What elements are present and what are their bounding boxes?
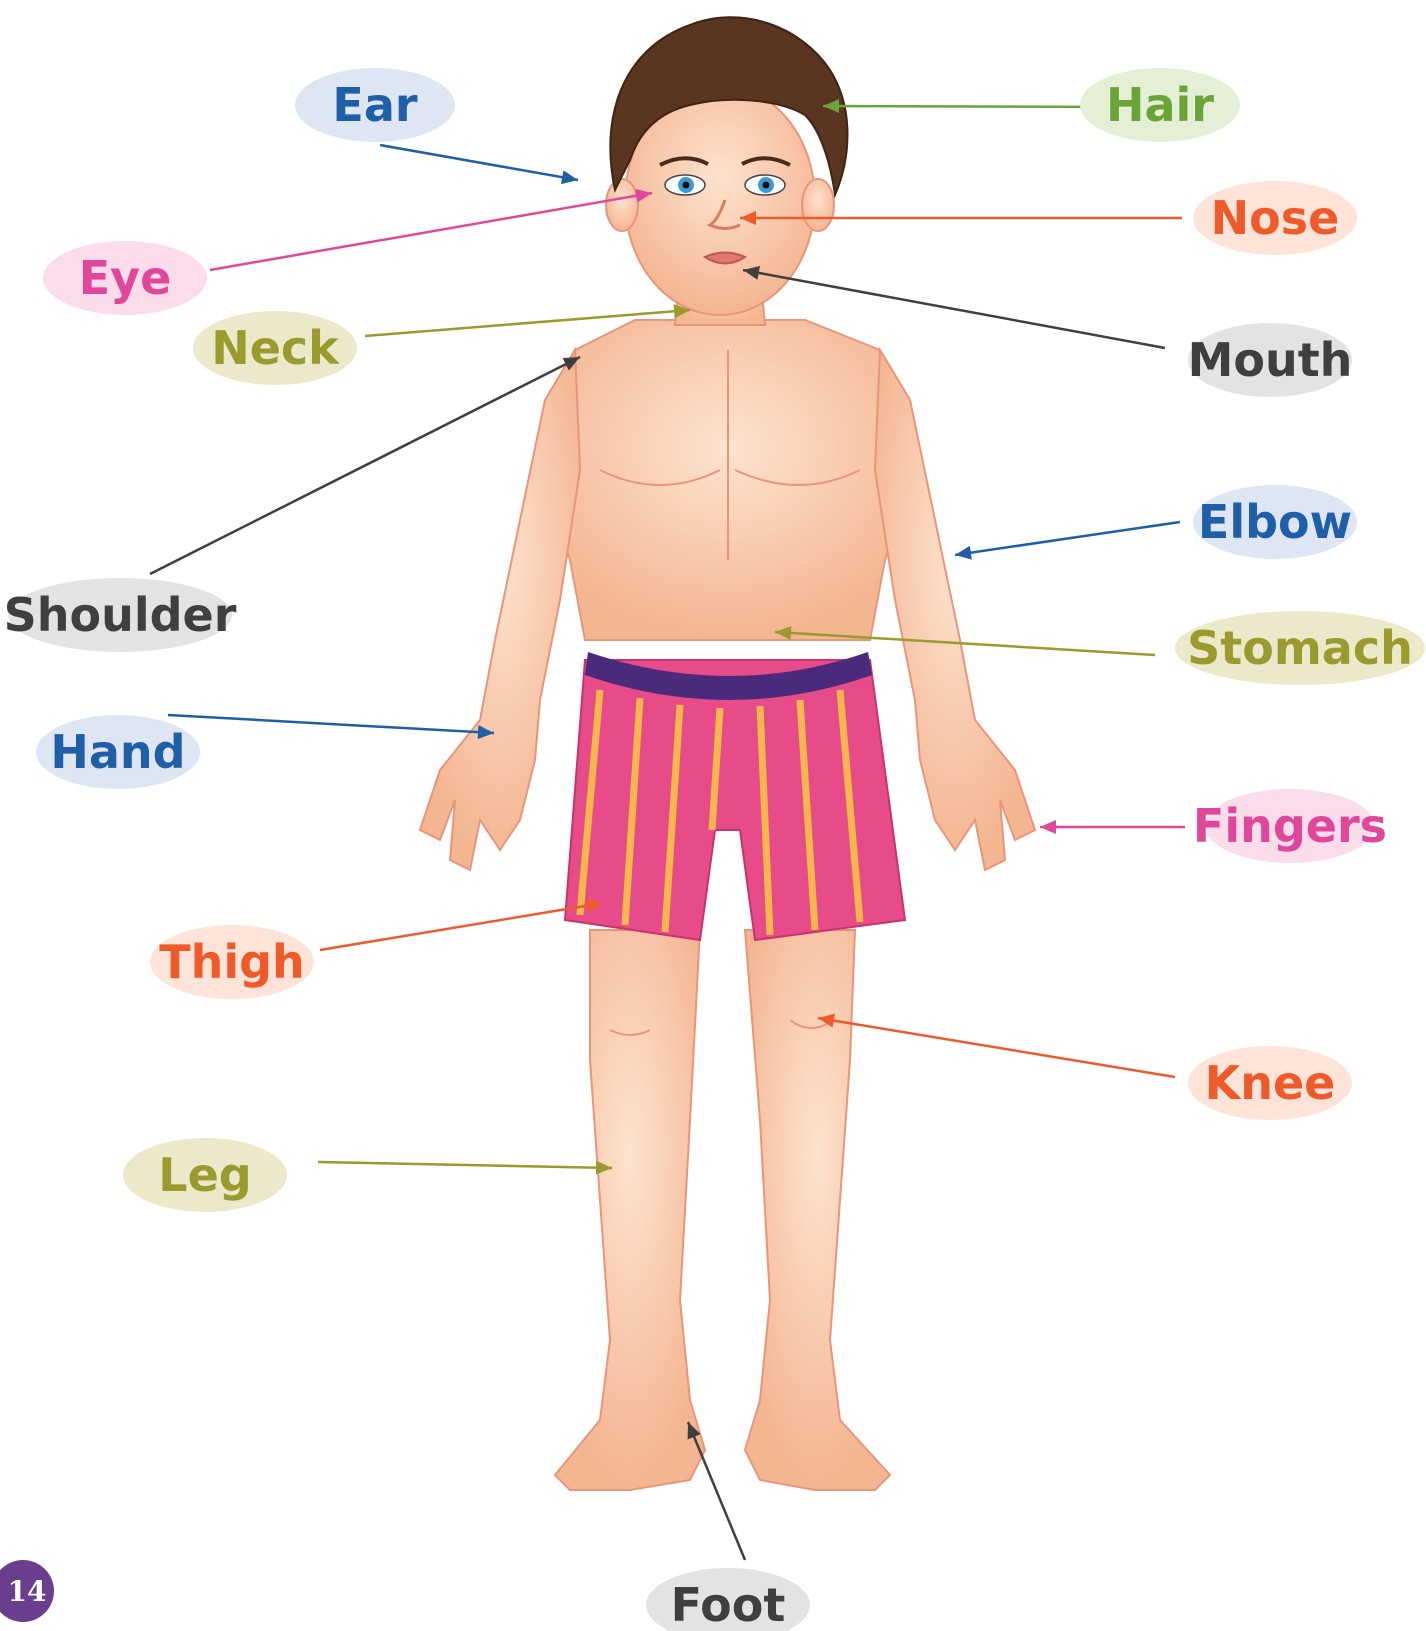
thigh-label-text: Thigh bbox=[159, 935, 305, 989]
hair-label: Hair bbox=[1080, 68, 1240, 142]
neck-label-text: Neck bbox=[211, 321, 340, 375]
left-leg bbox=[555, 930, 705, 1490]
foot-label: Foot bbox=[646, 1568, 810, 1631]
stomach-label: Stomach bbox=[1175, 611, 1425, 685]
leg-label-text: Leg bbox=[158, 1148, 251, 1202]
elbow-arrowhead bbox=[955, 546, 972, 560]
stomach-label-text: Stomach bbox=[1187, 621, 1413, 675]
right-arm bbox=[875, 350, 1035, 870]
stomach-pointer-line bbox=[775, 632, 1155, 655]
fingers-label-text: Fingers bbox=[1193, 799, 1387, 853]
shoulder-label: Shoulder bbox=[4, 578, 237, 652]
neck-label: Neck bbox=[193, 311, 357, 385]
hand-label-text: Hand bbox=[50, 725, 185, 779]
leg-label: Leg bbox=[123, 1138, 287, 1212]
left-ear bbox=[606, 179, 638, 231]
nose-label: Nose bbox=[1193, 181, 1357, 255]
nose-label-text: Nose bbox=[1211, 191, 1340, 245]
ear-pointer-line bbox=[380, 145, 578, 180]
elbow-label-text: Elbow bbox=[1198, 495, 1352, 549]
mouth-label: Mouth bbox=[1188, 323, 1353, 397]
ear-label: Ear bbox=[295, 68, 455, 142]
hair-pointer-line bbox=[823, 106, 1110, 107]
ear-arrowhead bbox=[561, 170, 578, 184]
elbow-pointer-line bbox=[955, 522, 1180, 555]
eye-label-text: Eye bbox=[79, 251, 172, 305]
left-arm bbox=[420, 350, 580, 870]
knee-pointer-line bbox=[818, 1018, 1175, 1077]
thigh-pointer-line bbox=[320, 903, 603, 950]
eye-pointer-line bbox=[210, 193, 652, 270]
shorts bbox=[565, 652, 905, 940]
hair-label-text: Hair bbox=[1106, 78, 1214, 132]
knee-label-text: Knee bbox=[1205, 1056, 1336, 1110]
thigh-label: Thigh bbox=[150, 925, 314, 999]
right-ear bbox=[802, 179, 834, 231]
ear-label-text: Ear bbox=[332, 78, 417, 132]
eye-label: Eye bbox=[43, 241, 207, 315]
mouth-label-text: Mouth bbox=[1188, 333, 1353, 387]
right-leg bbox=[745, 930, 890, 1490]
foot-pointer-line bbox=[688, 1422, 745, 1560]
fingers-label: Fingers bbox=[1193, 789, 1387, 863]
elbow-label: Elbow bbox=[1193, 485, 1357, 559]
shoulder-label-text: Shoulder bbox=[4, 588, 237, 642]
hand-pointer-line bbox=[168, 715, 494, 733]
leg-pointer-line bbox=[318, 1162, 612, 1168]
hand-label: Hand bbox=[36, 715, 200, 789]
fingers-arrowhead bbox=[1040, 820, 1056, 834]
foot-label-text: Foot bbox=[671, 1578, 786, 1631]
knee-label: Knee bbox=[1188, 1046, 1352, 1120]
